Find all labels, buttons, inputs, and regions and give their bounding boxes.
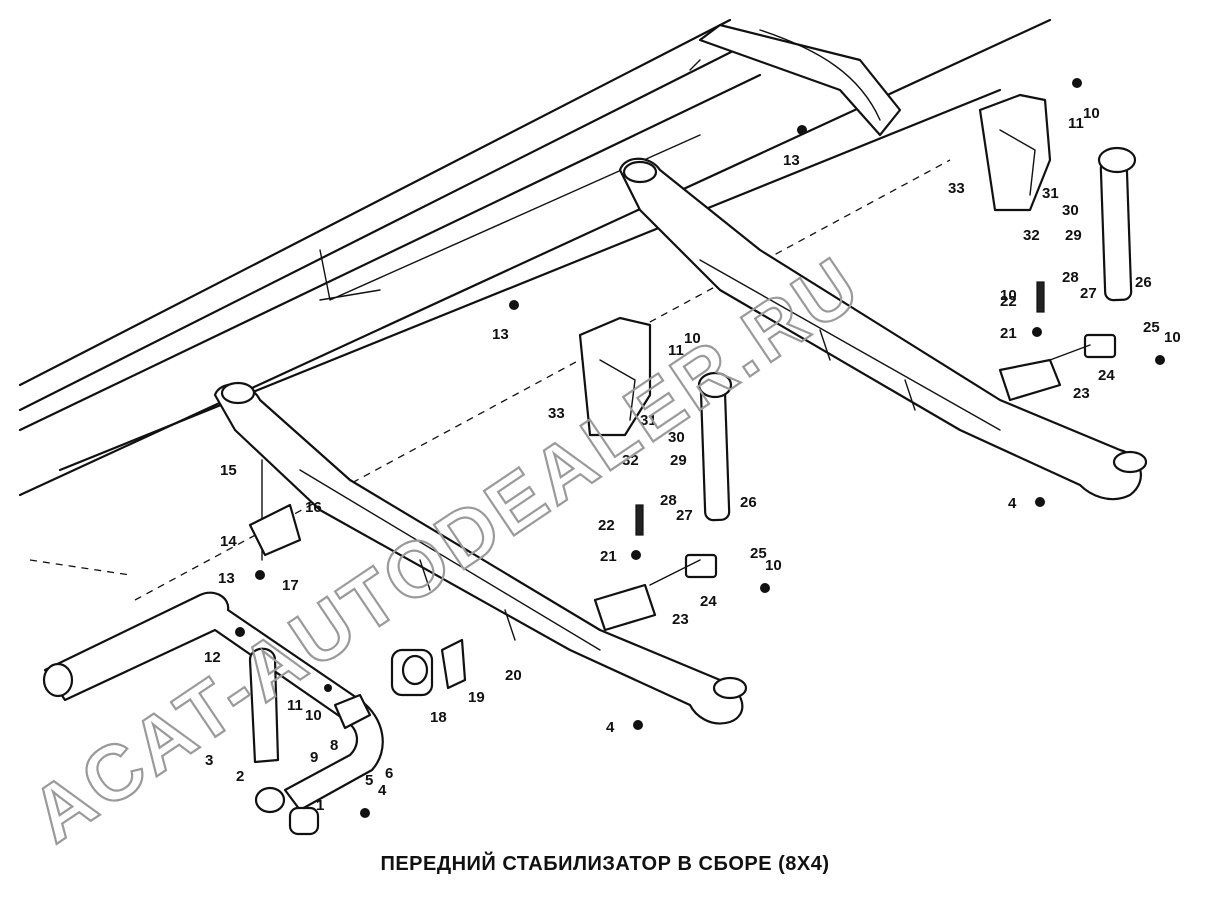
- callout-label: 25: [750, 545, 767, 562]
- callout-label: 16: [305, 499, 322, 516]
- callout-label: 22: [598, 517, 615, 534]
- callout-label: 2: [236, 768, 244, 785]
- callout-label: 3: [205, 752, 213, 769]
- callout-label: 4: [378, 782, 387, 799]
- callout-label: 19: [468, 689, 485, 706]
- callout-label: 10: [1083, 105, 1100, 122]
- callout-label: 33: [948, 180, 965, 197]
- callout-label: 24: [700, 593, 717, 610]
- callout-label: 12: [204, 649, 221, 666]
- stabilizer-bar: [42, 591, 384, 836]
- callout-label: 26: [1135, 274, 1152, 291]
- callout-label: 11: [668, 342, 684, 359]
- callout-label: 10: [305, 707, 322, 724]
- callout-label: 27: [1080, 285, 1097, 302]
- callout-label: 18: [430, 709, 447, 726]
- watermark-text: ACAT-AUTODEALER.RU: [15, 239, 876, 859]
- shock-absorbers: [697, 146, 1137, 522]
- callout-label: 21: [600, 548, 617, 565]
- callout-labels: 1 2 3 4 4 4 5 6 8 9 10 10 10 10 10 10 11…: [204, 105, 1181, 814]
- stabilizer-link: [248, 281, 1117, 764]
- watermark: ACAT-AUTODEALER.RU: [14, 238, 877, 861]
- callout-label: 4: [606, 719, 615, 736]
- callout-label: 26: [740, 494, 757, 511]
- callout-label: 32: [622, 452, 639, 469]
- callout-label: 21: [1000, 325, 1017, 342]
- callout-label: 28: [1062, 269, 1079, 286]
- callout-label: 1: [316, 797, 324, 814]
- callout-label: 10: [765, 557, 782, 574]
- callout-label: 11: [1068, 115, 1084, 132]
- callout-label: 27: [676, 507, 693, 524]
- rear-crossmember: [689, 23, 902, 137]
- callout-label: 9: [310, 749, 318, 766]
- callout-label: 22: [1000, 293, 1017, 310]
- front-axle: [213, 381, 748, 725]
- callout-label: 10: [1164, 329, 1181, 346]
- callout-label: 4: [1008, 495, 1017, 512]
- callout-label: 31: [640, 412, 657, 429]
- callout-label: 29: [670, 452, 687, 469]
- callout-label: 10: [684, 330, 701, 347]
- callout-label: 23: [672, 611, 689, 628]
- callout-label: 33: [548, 405, 565, 422]
- shock-brackets: [578, 93, 1052, 437]
- rear-axle: [618, 157, 1148, 501]
- callout-label: 10: [1000, 287, 1017, 304]
- callout-label: 23: [1073, 385, 1090, 402]
- callout-label: 30: [1062, 202, 1079, 219]
- callout-label: 14: [220, 533, 237, 550]
- callout-label: 11: [287, 697, 303, 714]
- callout-label: 15: [220, 462, 237, 479]
- callout-label: 31: [1042, 185, 1059, 202]
- callout-label: 30: [668, 429, 685, 446]
- callout-label: 6: [385, 765, 393, 782]
- callout-label: 13: [783, 152, 800, 169]
- callout-label: 20: [505, 667, 522, 684]
- callout-label: 8: [330, 737, 338, 754]
- callout-label: 32: [1023, 227, 1040, 244]
- callout-label: 13: [218, 570, 235, 587]
- callout-label: 17: [282, 577, 299, 594]
- callout-label: 25: [1143, 319, 1160, 336]
- callout-label: 13: [492, 326, 509, 343]
- diagram-caption: ПЕРЕДНИЙ СТАБИЛИЗАТОР В СБОРЕ (8X4): [380, 853, 830, 875]
- callout-markers: [235, 78, 1165, 818]
- callout-label: 5: [365, 772, 373, 789]
- callout-label: 29: [1065, 227, 1082, 244]
- callout-label: 28: [660, 492, 677, 509]
- callout-label: 24: [1098, 367, 1115, 384]
